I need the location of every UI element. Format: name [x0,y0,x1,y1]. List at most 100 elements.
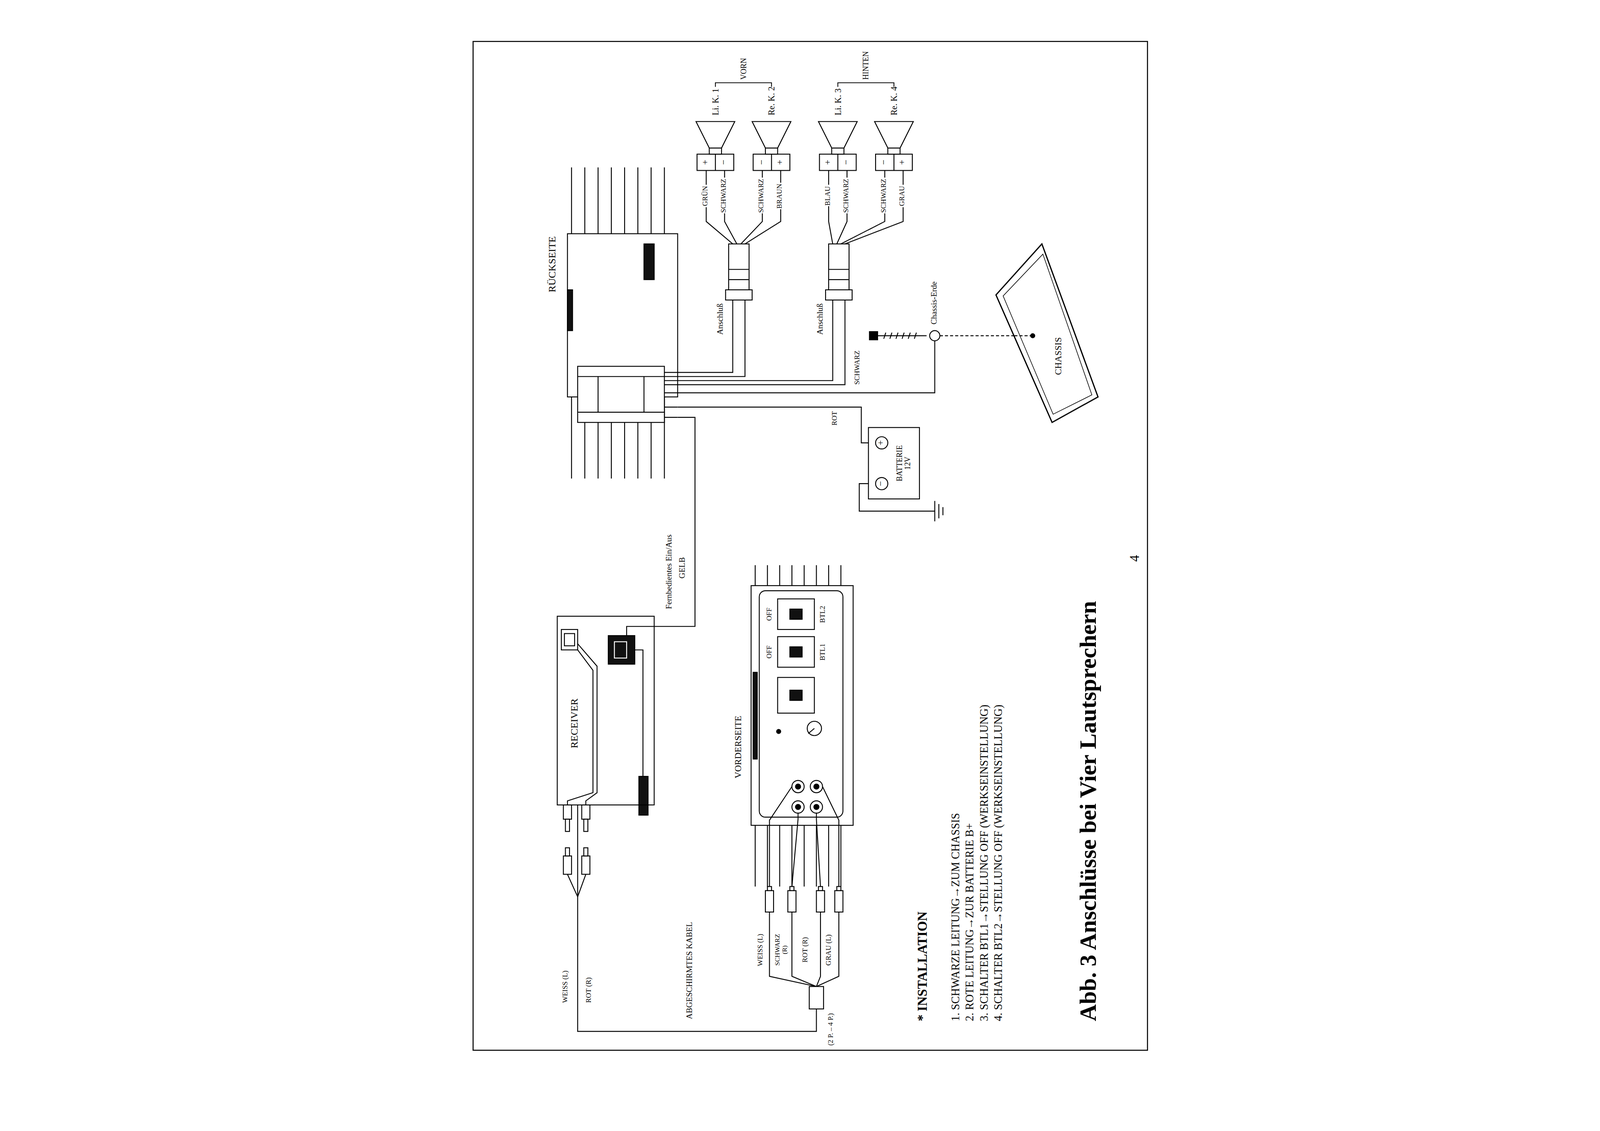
battery-outline-part [868,427,920,500]
wire-color: GRÜN [702,184,710,208]
speaker-leads-part [664,372,678,418]
receiver-harness-part [608,635,635,665]
connector-plugs-part [789,886,795,891]
front-amplifier-outline-part [759,590,844,818]
wire-connector [677,170,781,377]
speaker-outline-part [709,148,722,155]
connector-plugs-part [828,244,850,291]
rear-amplifier-outline-part [644,244,655,281]
connector-plugs-part [836,886,841,891]
wire-color: GELB [678,557,688,579]
speaker-outline-part [765,148,778,155]
front-amplifier-outline-part [795,804,801,810]
wire-color: ROT (R) [802,937,810,964]
wire-connector [677,335,1014,394]
wire-connector [677,170,903,385]
front-amplifier-outline-part [750,585,853,826]
front-amplifier-outline-part [813,784,819,790]
connector-plugs-part [809,986,824,1010]
connector-plugs-part [788,890,797,913]
terminal-sign: + [775,159,786,165]
speaker: Li. K. 3+− [817,119,859,171]
wire-connector [677,170,781,377]
speaker-outline-part [874,121,914,149]
front-amplifier-outline-part [777,677,815,714]
wire-connector [677,407,869,444]
ground-hardware-part [883,332,917,339]
wiring-illustration [473,40,1149,1051]
ground-hardware-part [1014,335,1033,337]
speaker-outline-part [697,154,734,171]
wire-connector [654,417,695,627]
input-leads-part [791,813,798,887]
group-bracket [715,82,894,88]
rca-plugs-part [581,805,590,820]
speaker-label: Re. K. 2 [767,86,777,116]
speaker-outline-part [770,154,772,171]
front-amplifier-outline-part [755,825,841,887]
speaker-outline-part [695,121,735,149]
wire-color: GRAU (L) [825,934,834,966]
wire-connector [677,170,833,381]
wire-color: ROT [831,411,840,426]
chassis-outline [995,244,1098,423]
panel-heading: VORDERSEITE [733,715,745,779]
speaker-leads-part [840,170,885,244]
connector-plugs-part [725,289,753,301]
rear-amplifier: RÜCKSEITE [567,167,678,479]
terminal-sign: + [700,159,712,165]
speaker: Re. K. 2−+ [750,119,792,171]
speaker-outline-part [818,121,858,149]
wire-connector [677,170,903,385]
note-line: 3. SCHALTER BTL1→STELLUNG OFF (WERKSEINS… [977,704,990,1022]
speaker: Li. K. 1+− [694,119,736,171]
input-leads-part [816,813,821,887]
connector-plugs-part [834,890,843,913]
battery: −+BATTERIE 12V [868,427,920,500]
chassis-label: CHASSIS [1054,337,1065,375]
receiver-harness-part [614,642,627,659]
wire-color: BLAU [824,185,833,207]
group-label: HINTEN [861,51,871,80]
terminal-sign: + [876,440,887,446]
speaker-label: Li. K. 3 [833,88,843,116]
battery-outline-part [875,477,888,491]
wire-connector [677,170,733,373]
receiver-harness-part [564,633,575,646]
wire-color: WEISS (L) [562,970,570,1004]
speaker-outline-part [753,154,790,171]
input-leads-part [822,786,839,887]
front-amplifier-outline-part [810,800,823,814]
receiver: RECEIVER [557,616,655,806]
wire-connector [577,805,821,1032]
switch-label: OFF [766,607,774,622]
wire-connector [677,407,869,444]
receiver-harness-part [639,776,649,816]
chassis-outline-part [1003,254,1092,415]
receiver-harness [561,626,655,816]
receiver-harness-part [561,629,578,651]
front-amplifier-outline-part [789,647,803,658]
receiver-harness-part [577,643,597,806]
wire-connector [940,335,1015,337]
wire-connector [654,417,695,627]
speaker: Re. K. 4−+ [873,119,915,171]
wire-connector [677,170,833,381]
switch-label: OFF [766,645,774,659]
wire-color: BRAUN [776,182,785,210]
notes-heading: * INSTALLATION [915,911,930,1022]
ground-hardware-part [929,330,941,342]
rca-plugs-part [565,847,570,856]
ground-hardware-part [869,331,878,340]
signal-name: Fernbedientes Ein/Aus [665,534,675,610]
front-amplifier-outline-part [791,800,805,814]
front-amplifier-outline-part [808,728,815,734]
receiver-harness-part [626,626,655,637]
input-leads-part [769,786,792,887]
page-frame: RÜCKSEITERECEIVERVORDERSEITEOFFOFFBTL1BT… [472,40,1148,1052]
battery-label: BATTERIE 12V [895,439,913,487]
rca-plugs-part [563,856,572,875]
speaker-outline-part [875,154,913,171]
chassis-outline-part [995,244,1098,423]
connector-plugs-part [825,289,853,301]
